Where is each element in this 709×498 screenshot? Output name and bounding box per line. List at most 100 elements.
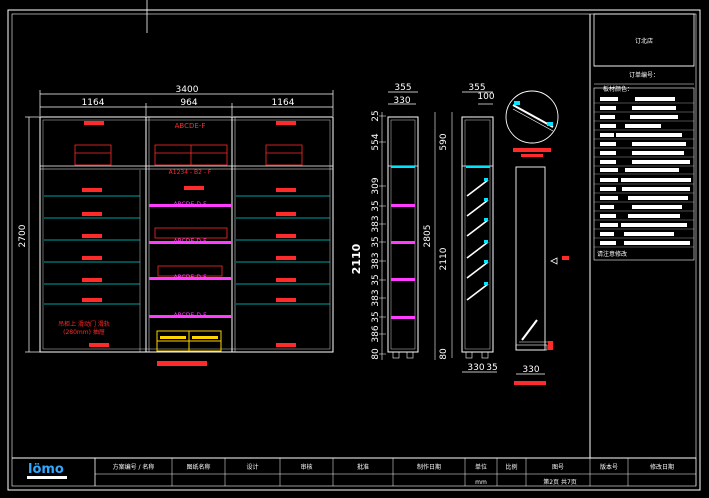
part-markers — [82, 121, 296, 347]
order-number-label: 订单编号： — [629, 71, 659, 79]
unit-value: mm — [475, 479, 487, 486]
page-value: 第2页 共7页 — [543, 478, 577, 486]
detail-circle — [505, 90, 559, 144]
info-row-key — [600, 205, 614, 209]
shoe-rack-clip — [484, 178, 488, 181]
info-row-key — [600, 214, 616, 218]
shoe-racks — [466, 166, 490, 301]
shoe-height-base: 80 — [439, 348, 449, 360]
detail-label-bar-2 — [521, 154, 543, 157]
shoe-rack — [466, 179, 489, 197]
shoe-height-mid: 2110 — [439, 247, 449, 270]
info-row-key — [600, 142, 616, 146]
shoe-bottom-left: 330 — [467, 363, 484, 373]
part-marker — [82, 298, 102, 302]
middle-shelf — [149, 277, 232, 280]
arrow-marker — [562, 256, 569, 260]
shoe-total-height: 2805 — [423, 225, 433, 248]
shoe-rack — [466, 261, 489, 279]
detail-bottom-width: 330 — [522, 365, 539, 375]
yellow-handle-right — [192, 336, 218, 339]
info-row-key — [600, 232, 614, 236]
info-row-key — [600, 168, 618, 172]
title-col-label: 批准 — [357, 463, 369, 471]
front-elevation: 3400 1164 964 1164 2700 — [18, 85, 334, 366]
shoe-rack-clip — [484, 240, 488, 243]
part-marker — [82, 278, 102, 282]
title-col-label: 制作日期 — [417, 463, 441, 471]
info-row-value — [635, 97, 675, 101]
part-marker — [84, 121, 104, 125]
side-height-dim: 35 — [371, 200, 381, 211]
info-row-key — [600, 196, 618, 200]
info-row-key — [600, 223, 618, 227]
shelf-tag-2: ABCDE-D-F — [173, 238, 207, 245]
section-width-right: 1164 — [272, 98, 295, 108]
top-tag: ABCDE-F — [175, 122, 206, 130]
shoe-rack-clip — [484, 282, 488, 285]
info-rows — [594, 97, 694, 248]
shoe-bottom-right: 35 — [486, 363, 497, 373]
shoe-rack — [466, 199, 489, 217]
side-height-dim: 80 — [371, 348, 381, 360]
part-marker — [82, 256, 102, 260]
overall-height-dim: 2700 — [18, 224, 28, 247]
info-row-value — [632, 106, 676, 110]
part-marker — [276, 278, 296, 282]
shelf-tag-1: ABCDE-D-F — [173, 201, 207, 208]
side-height-dim: 35 — [371, 311, 381, 322]
info-row-key — [600, 133, 614, 137]
info-row-key — [600, 115, 615, 119]
title-col-label: 比例 — [505, 463, 517, 471]
side-inner-depth: 330 — [393, 96, 410, 106]
middle-shelves — [149, 204, 232, 318]
info-row-value — [625, 124, 661, 128]
shoe-inner-depth: 100 — [477, 92, 494, 102]
shoe-rack — [466, 219, 489, 237]
part-marker — [82, 212, 102, 216]
part-marker — [276, 121, 296, 125]
middle-shelf — [149, 241, 232, 244]
info-row-value — [622, 187, 690, 191]
side-height-dim: 383 — [371, 252, 381, 269]
section-width-middle: 964 — [180, 98, 197, 108]
detail-label-bar-1 — [513, 148, 551, 152]
middle-shelf — [149, 315, 232, 318]
base-label-bar — [157, 361, 207, 366]
bottom-left-note: 请注意修改 — [597, 250, 627, 258]
side-height-dim: 386 — [371, 325, 381, 342]
part-marker — [82, 234, 102, 238]
info-row-value — [624, 232, 674, 236]
info-row-value — [625, 168, 679, 172]
info-row-value — [628, 214, 680, 218]
shoe-rack — [466, 241, 489, 259]
shoe-rack-clip — [484, 198, 488, 201]
part-marker — [276, 256, 296, 260]
svg-text:lömo: lömo — [28, 462, 64, 477]
left-note-line-1: 吊柜上 滑动门 滑轨 — [58, 320, 110, 328]
part-marker — [276, 212, 296, 216]
board-color-label: 板材颜色： — [603, 85, 633, 93]
shelf-tag-3: ABCDE-D-F — [173, 274, 207, 281]
sheet-frame — [7, 0, 701, 491]
arrow-icon — [550, 257, 558, 265]
info-row-value — [632, 160, 690, 164]
info-row-key — [600, 187, 616, 191]
part-marker — [276, 188, 296, 192]
side-shelves — [391, 166, 415, 319]
title-block: 方案编号 / 名称图纸名称设计审核批准制作日期单位比例图号版本号修改日期 mm … — [27, 458, 697, 486]
side-shelf-top — [391, 166, 415, 168]
side-total-height: 2110 — [350, 243, 363, 274]
info-row-value — [624, 241, 690, 245]
part-marker — [276, 234, 296, 238]
info-row-value — [621, 178, 691, 182]
part-marker — [82, 188, 102, 192]
side-height-dim: 383 — [371, 289, 381, 306]
brand-logo: lömo — [27, 462, 67, 479]
part-marker — [276, 298, 296, 302]
title-col-label: 版本号 — [600, 463, 618, 471]
title-col-label: 图号 — [552, 464, 564, 471]
info-row-key — [600, 124, 616, 128]
